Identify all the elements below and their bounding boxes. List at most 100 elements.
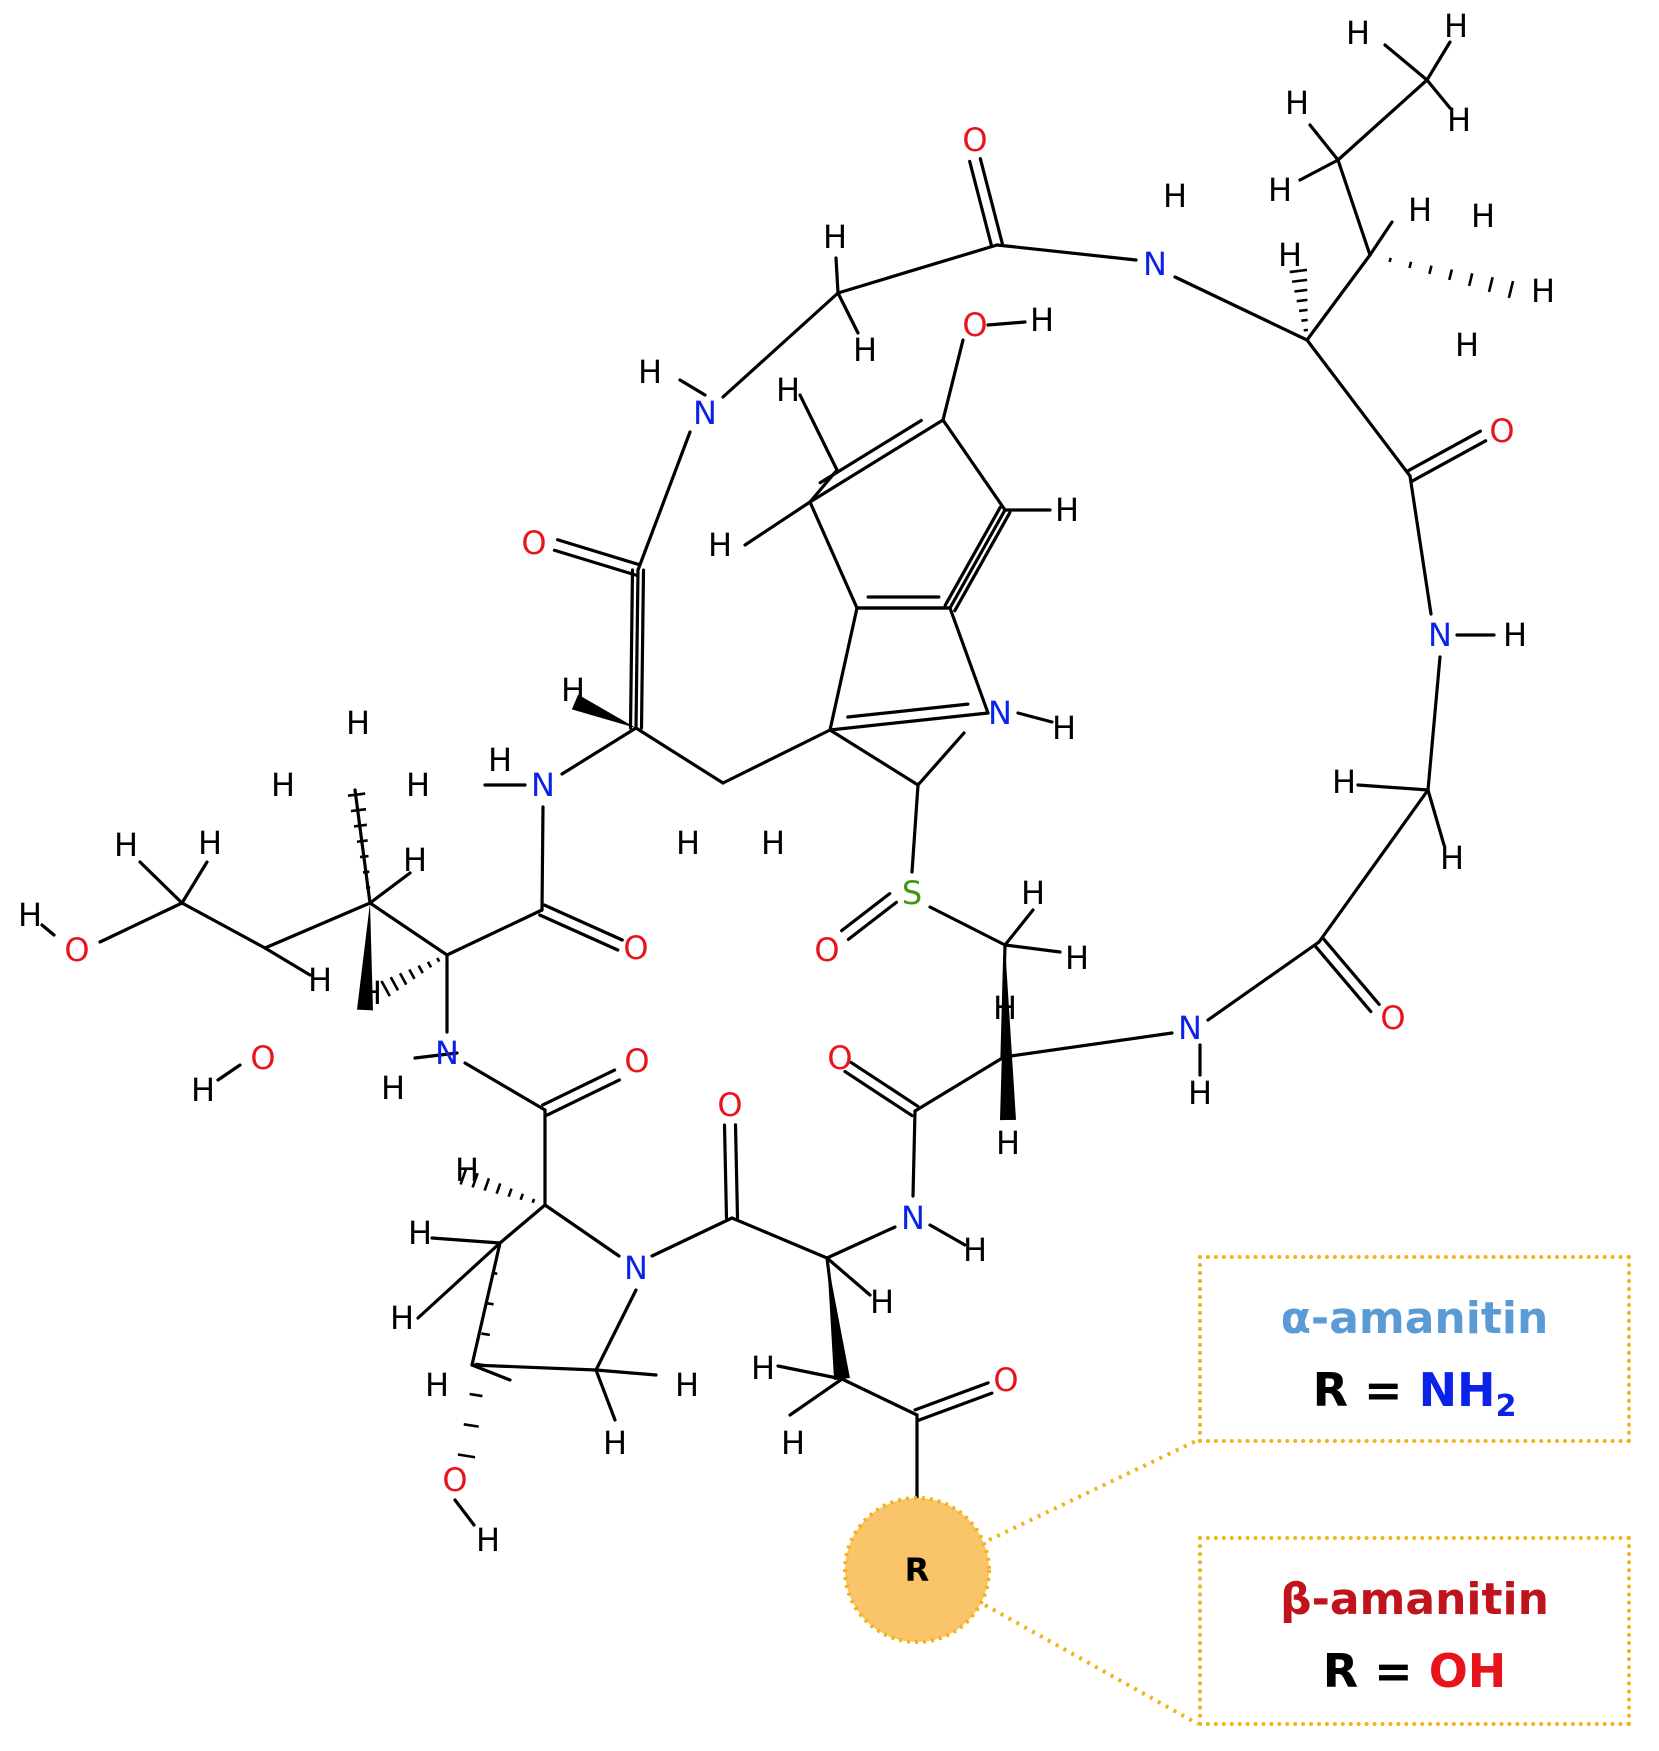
atom-H: H (993, 989, 1017, 1027)
bond-117 (818, 418, 923, 485)
atom-N: N (693, 394, 717, 432)
atom-H: H (1052, 709, 1076, 747)
bond-13 (730, 1216, 829, 1260)
atom-H: H (675, 1366, 699, 1404)
bond-106 (545, 1078, 622, 1117)
bond-48 (743, 500, 812, 547)
atom-H: H (406, 766, 430, 804)
wedge-bond-123 (357, 903, 373, 1011)
atom-H: H (1065, 939, 1089, 977)
bond-19 (445, 908, 544, 957)
atom-H: H (1408, 191, 1432, 229)
bond-105 (843, 1069, 914, 1118)
atom-S: S (902, 874, 922, 912)
bond-97 (628, 568, 635, 730)
atom-N: N (988, 694, 1012, 732)
atom-R: R (905, 1551, 930, 1589)
bond-73 (470, 1363, 598, 1372)
bond-25 (721, 728, 832, 785)
bond-1 (836, 243, 999, 295)
bond-81 (840, 1377, 919, 1417)
bond-65 (180, 860, 209, 905)
bond-38 (1426, 788, 1446, 847)
atom-H: H (1471, 197, 1495, 235)
bond-36 (836, 291, 860, 335)
bond-100 (538, 913, 620, 952)
atom-O: O (1380, 999, 1405, 1037)
atom-H: H (1188, 1074, 1212, 1112)
atom-H: H (1346, 14, 1370, 52)
alpha-r-group: NH2 (1418, 1363, 1517, 1424)
bond-112 (840, 892, 892, 933)
atom-N: N (1178, 1009, 1202, 1047)
bond-58 (1003, 943, 1062, 954)
bond-77 (430, 1236, 502, 1245)
bond-102 (1313, 943, 1373, 1014)
atom-O: O (1489, 412, 1514, 450)
bond-85 (825, 1256, 872, 1297)
bond-7 (1317, 788, 1430, 944)
atom-H: H (308, 961, 332, 999)
bond-3 (1173, 275, 1309, 342)
bond-28 (1336, 78, 1429, 162)
bond-41 (828, 606, 859, 732)
atom-H: H (425, 1366, 449, 1404)
bond-111 (913, 1381, 990, 1412)
bond-113 (846, 900, 898, 941)
alpha-amanitin-box: α-amanitin R = NH2 (1198, 1255, 1631, 1443)
bond-9 (1002, 1031, 1174, 1059)
bond-31 (1383, 43, 1429, 82)
bond-11 (911, 1109, 917, 1198)
atom-O: O (442, 1461, 467, 1499)
atom-O: O (250, 1039, 275, 1077)
bond-69 (216, 1063, 242, 1082)
bond-75 (594, 1368, 658, 1377)
bond-107 (540, 1068, 617, 1107)
bond-94 (1411, 439, 1488, 483)
atom-H: H (963, 1231, 987, 1269)
atom-N: N (435, 1034, 459, 1072)
atom-H: H (403, 841, 427, 879)
bond-92 (968, 159, 994, 248)
bond-30 (1298, 158, 1340, 182)
bond-121 (846, 702, 970, 719)
atom-H: H (638, 353, 662, 391)
atom-H: H (358, 974, 382, 1012)
atom-H: H (1503, 616, 1527, 654)
beta-r-group: OH (1428, 1644, 1507, 1698)
bond-51 (828, 728, 920, 787)
bond-64 (138, 860, 184, 905)
bond-74 (594, 1288, 638, 1372)
bond-49 (798, 393, 839, 472)
hashed-bond-131 (457, 1271, 498, 1459)
bond-44 (941, 418, 1007, 512)
atom-H: H (781, 1424, 805, 1462)
bond-45 (948, 508, 1007, 610)
bond-110 (917, 1391, 994, 1422)
bond-103 (1321, 936, 1381, 1007)
hashed-bond-130 (459, 1167, 536, 1204)
hashed-bond-127 (1388, 257, 1515, 299)
wedge-bond-122 (571, 694, 636, 728)
bond-60 (353, 788, 372, 905)
atom-H: H (603, 1424, 627, 1462)
atom-H: H (455, 1151, 479, 1189)
bond-98 (556, 538, 642, 567)
atom-H: H (1455, 326, 1479, 364)
bond-15 (543, 1203, 621, 1258)
atom-H: H (761, 824, 785, 862)
bond-61 (263, 901, 372, 950)
wedge-bond-125 (827, 1258, 850, 1380)
molecule-bonds (40, 40, 1515, 1537)
bond-108 (733, 1123, 740, 1220)
bond-57 (1003, 908, 1035, 947)
atom-H: H (870, 1283, 894, 1321)
atom-O: O (64, 931, 89, 969)
bond-66 (368, 871, 412, 905)
bond-90 (928, 1223, 967, 1247)
r-group-highlight (843, 1496, 991, 1644)
atom-H: H (776, 371, 800, 409)
bond-34 (1368, 220, 1394, 257)
atom-H: H (191, 1071, 215, 1109)
